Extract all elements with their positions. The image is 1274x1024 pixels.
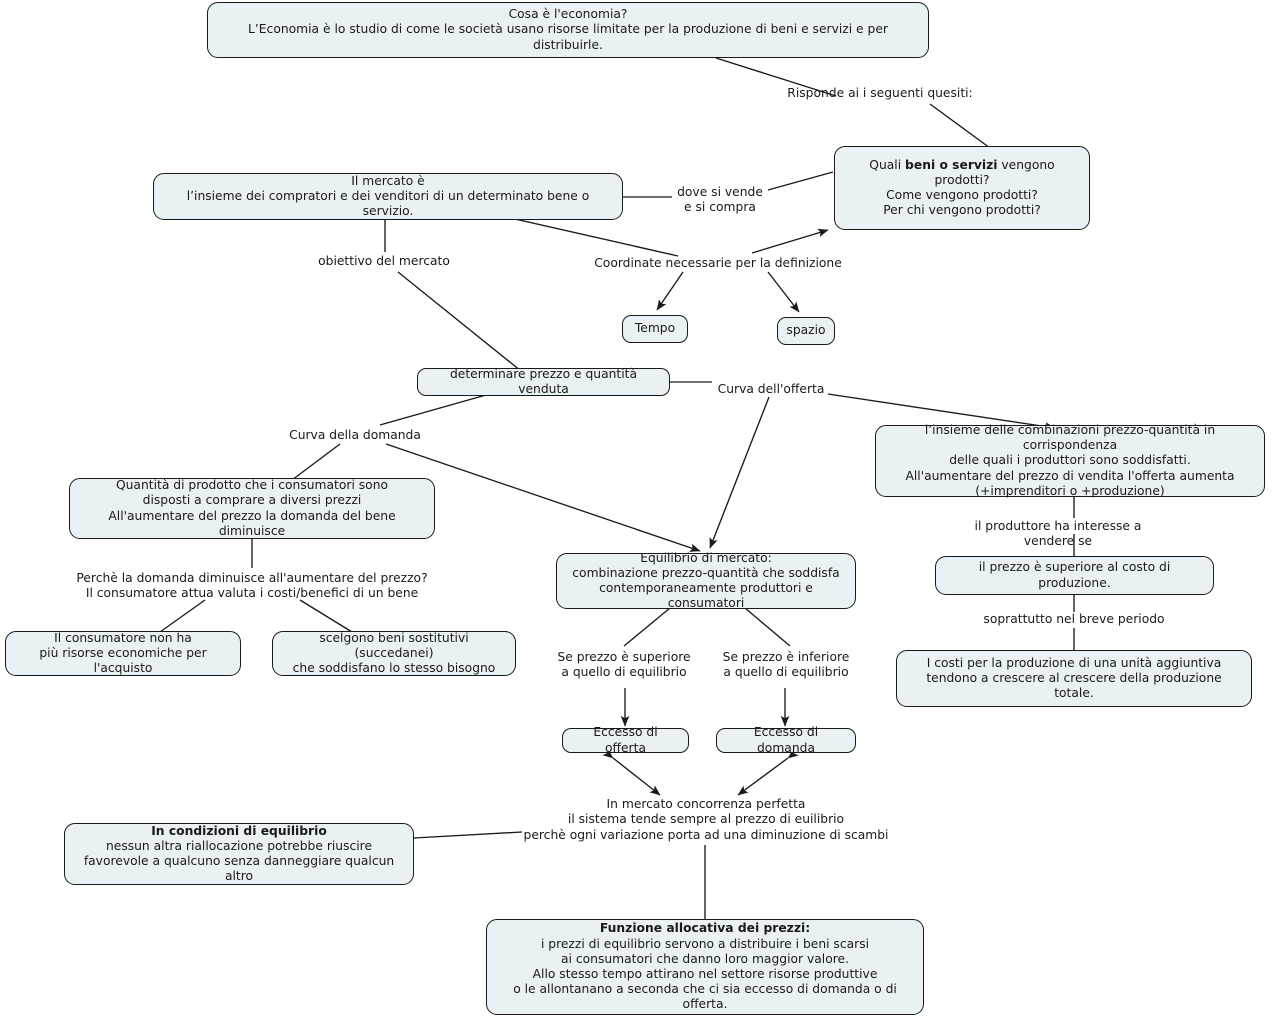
edge-obiettivo-determinare [397,271,522,372]
node-text: il prezzo è superiore al costo di produz… [978,560,1171,590]
edge-equilibrio-sesuperiore [623,607,671,647]
edge-perche-sostitutivi [299,599,353,633]
node-eccesso-domanda[interactable]: Eccesso di domanda [716,725,856,755]
node-spazio[interactable]: spazio [777,317,835,345]
node-text: Quantità di prodotto che i consumatori s… [108,478,396,538]
node-text: Tempo [634,321,676,336]
node-text: Funzione allocativa dei prezzi:i prezzi … [513,921,897,1012]
node-quesiti[interactable]: Quali beni o servizi vengono prodotti?Co… [834,146,1090,230]
edge-determinare-curvadomanda [379,394,487,426]
edge-curvaofferta-equilibrio [709,396,770,549]
node-text: Equilibrio di mercato:combinazione prezz… [572,550,840,611]
node-equilibrio-mercato[interactable]: Equilibrio di mercato:combinazione prezz… [556,550,856,611]
link-label-concorrenza-perfetta: In mercato concorrenza perfetta il siste… [523,797,889,842]
edge-equilibrio-seinferiore [744,607,791,647]
edge-coordinate-tempo [656,271,684,311]
edge-coordinate-spazio [767,271,800,313]
link-label-curva-offerta: Curva dell'offerta [717,382,825,396]
edge-perche-consumatore [159,599,206,633]
node-text: Quali beni o servizi vengono prodotti?Co… [869,157,1055,218]
link-label-curva-domanda: Curva della domanda [289,428,421,442]
node-text: spazio [786,323,826,338]
edge-dovesivende-quesiti [767,171,834,191]
node-text: I costi per la produzione di una unità a… [926,655,1222,701]
node-text: Eccesso di domanda [753,725,819,755]
node-text: determinare prezzo e quantità venduta [449,366,638,396]
link-label-produttore-interesse: il produttore ha interesse a vendere se [974,519,1142,549]
node-curva-offerta-definizione[interactable]: l’insieme delle combinazioni prezzo-quan… [875,423,1265,498]
node-text: l’insieme delle combinazioni prezzo-quan… [905,423,1235,498]
node-eccesso-offerta[interactable]: Eccesso di offerta [562,725,689,755]
node-prezzo-superiore-costo[interactable]: il prezzo è superiore al costo di produz… [935,556,1214,595]
node-text: scelgono beni sostitutivi (succedanei)ch… [292,630,496,676]
edge-mercato-coordinate [505,216,679,257]
node-text: Cosa è l'economia?L’Economia è lo studio… [248,7,888,52]
link-label-soprattutto-breve: soprattutto nel breve periodo [983,612,1165,626]
node-text: Eccesso di offerta [593,725,658,755]
link-label-obiettivo-mercato: obiettivo del mercato [318,254,450,268]
node-beni-sostitutivi[interactable]: scelgono beni sostitutivi (succedanei)ch… [272,631,516,676]
edge-eccessodomanda-concorrenza [737,748,799,796]
edge-eccessoofferta-concorrenza [602,748,661,796]
node-curva-domanda-definizione[interactable]: Quantità di prodotto che i consumatori s… [69,478,435,539]
edge-condizioni-concorrenza [413,831,523,839]
link-label-dove-si-vende: dove si vende e si compra [677,185,763,215]
link-label-se-inferiore: Se prezzo è inferiore a quello di equili… [722,650,850,680]
node-tempo[interactable]: Tempo [622,315,688,343]
edge-risponde-quesiti [929,103,991,149]
link-label-se-superiore: Se prezzo è superiore a quello di equili… [557,650,691,680]
link-label-perche-domanda: Perchè la domanda diminuisce all'aumenta… [76,571,428,601]
link-label-risponde: Risponde ai i seguenti quesiti: [787,86,973,100]
edge-coordinate-quesiti [751,228,829,254]
node-determinare-prezzo[interactable]: determinare prezzo e quantità venduta [417,366,670,396]
node-costi-produzione[interactable]: I costi per la produzione di una unità a… [896,650,1252,707]
node-cosa-e-economia[interactable]: Cosa è l'economia?L’Economia è lo studio… [207,2,929,58]
link-label-coordinate: Coordinate necessarie per la definizione [594,256,842,270]
node-funzione-allocativa[interactable]: Funzione allocativa dei prezzi:i prezzi … [486,919,924,1015]
